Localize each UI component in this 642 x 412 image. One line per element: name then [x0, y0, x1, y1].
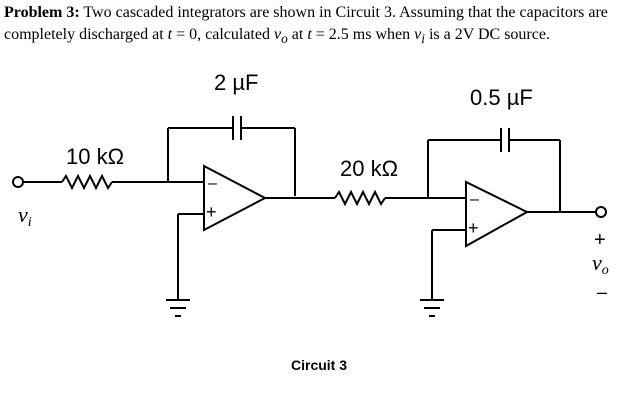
input-terminal — [12, 176, 24, 188]
circuit-caption: Circuit 3 — [291, 357, 347, 373]
time-var-1: t — [307, 26, 312, 43]
problem-text-a: Two cascaded integrators are shown in Ci… — [4, 4, 608, 43]
problem-label: Problem 3: — [4, 4, 80, 21]
vi-label: vi — [18, 202, 32, 230]
resistor-2-label: 20 kΩ — [340, 156, 398, 181]
opamp-2-plus: + — [468, 218, 479, 238]
vi-var: v — [414, 26, 422, 43]
opamp-2 — [465, 180, 530, 248]
output-terminal — [595, 206, 607, 218]
problem-text-b: = 0, calculated — [172, 26, 274, 43]
resistor-1 — [61, 173, 113, 191]
resistor-1-label: 10 kΩ — [66, 144, 124, 169]
opamp-2-minus: – — [470, 191, 479, 208]
vo-var: v — [273, 26, 282, 43]
problem-text-e: is a 2V DC source. — [424, 26, 550, 43]
opamp-1 — [203, 164, 268, 232]
output-minus-sign: – — [597, 282, 607, 302]
time-var-0: t — [167, 26, 173, 43]
problem-text-d: = 2.5 ms when — [311, 26, 415, 43]
capacitor-2-label: 0.5 µF — [470, 85, 533, 110]
problem-text-c: at — [287, 26, 308, 43]
opamp-1-minus: – — [208, 175, 217, 192]
capacitor-1-label: 2 µF — [214, 70, 258, 95]
problem-statement: Problem 3: Two cascaded integrators are … — [4, 2, 638, 50]
vo-sub: o — [281, 31, 288, 47]
resistor-2 — [334, 189, 386, 207]
vi-sub: i — [421, 31, 425, 47]
opamp-1-plus: + — [206, 202, 217, 222]
vo-label: vo — [592, 250, 609, 278]
output-plus-sign: + — [594, 229, 606, 251]
